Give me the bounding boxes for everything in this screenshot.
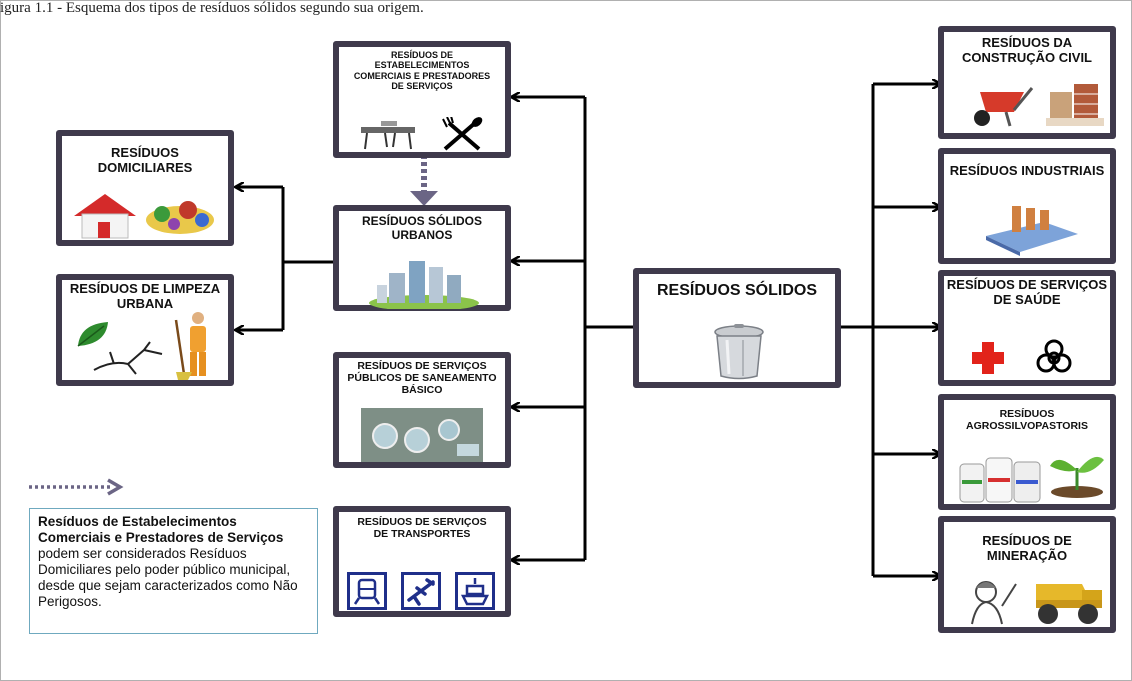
box-residuos-comerciais: RESÍDUOS DE ESTABELECIMENTOS COMERCIAIS …	[333, 41, 511, 158]
note-text: podem ser considerados Resíduos Domicili…	[38, 546, 298, 609]
trash-can-icon	[714, 324, 764, 380]
ship-icon	[455, 572, 495, 610]
treatment-plant-icon	[361, 408, 483, 462]
figure-caption: igura 1.1 - Esquema dos tipos de resíduo…	[0, 0, 424, 16]
box-residuos-transportes: RESÍDUOS DE SERVIÇOS DE TRANSPORTES	[333, 506, 511, 617]
box-residuos-solidos: RESÍDUOS SÓLIDOS	[633, 268, 841, 388]
note-bold-text: Resíduos de Estabelecimentos Comerciais …	[38, 514, 284, 545]
train-icon	[347, 572, 387, 610]
box-residuos-limpeza-urbana: RESÍDUOS DE LIMPEZA URBANA	[56, 274, 234, 386]
garbage-pile-icon	[146, 201, 214, 234]
wheelbarrow-icon	[974, 87, 1034, 127]
box-residuos-saneamento: RESÍDUOS DE SERVIÇOS PÚBLICOS DE SANEAME…	[333, 352, 511, 468]
plant-sprout-icon	[1050, 456, 1104, 498]
factory-icon	[986, 206, 1078, 256]
house-icon	[74, 194, 136, 239]
sweeper-icon	[174, 312, 206, 380]
legend-note: Resíduos de Estabelecimentos Comerciais …	[29, 508, 318, 634]
box-residuos-saude: RESÍDUOS DE SERVIÇOS DE SAÚDE	[938, 270, 1116, 386]
box-residuos-industriais: RESÍDUOS INDUSTRIAIS	[938, 148, 1116, 264]
mining-truck-icon	[1036, 584, 1102, 624]
red-cross-icon	[972, 342, 1004, 374]
leaf-icon	[77, 322, 108, 347]
buildings-icon	[369, 261, 479, 309]
bricks-icon	[1046, 84, 1104, 126]
miner-icon	[971, 581, 1017, 625]
fork-spoon-icon	[442, 117, 483, 151]
branch-icon	[93, 341, 163, 375]
chemical-bottles-icon	[959, 457, 1041, 503]
box-residuos-construcao: RESÍDUOS DA CONSTRUÇÃO CIVIL	[938, 26, 1116, 139]
restaurant-icon	[361, 121, 415, 150]
dashed-arrow-head	[410, 191, 438, 206]
box-residuos-domiciliares: RESÍDUOS DOMICILIARES	[56, 130, 234, 246]
airplane-icon	[401, 572, 441, 610]
box-residuos-agrossilvopastoris: RESÍDUOS AGROSSILVOPASTORIS	[938, 394, 1116, 510]
box-residuos-solidos-urbanos: RESÍDUOS SÓLIDOS URBANOS	[333, 205, 511, 311]
biohazard-icon	[1036, 339, 1072, 373]
box-residuos-mineracao: RESÍDUOS DE MINERAÇÃO	[938, 516, 1116, 633]
legend-dashed-arrow-head	[107, 478, 124, 496]
